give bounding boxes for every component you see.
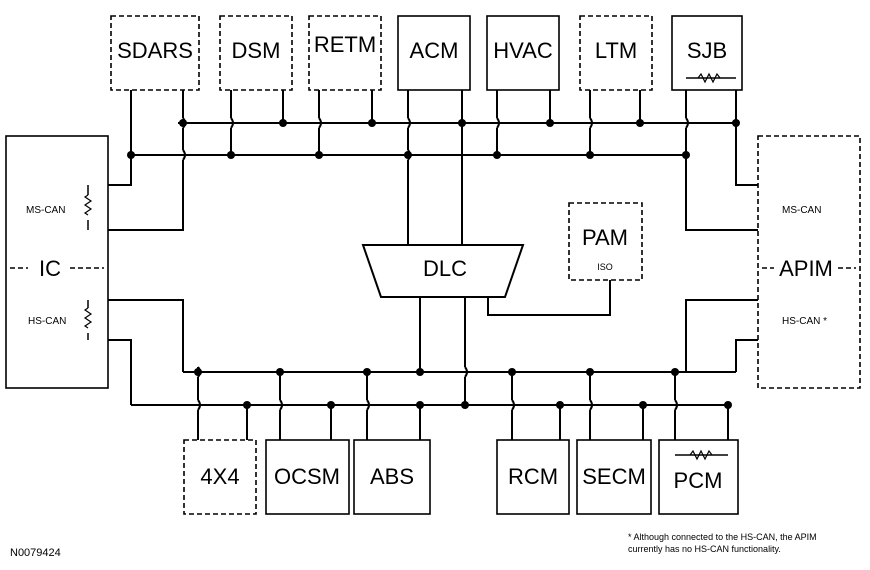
- module-abs: ABS: [353, 439, 431, 515]
- apim-hs-can-label: HS-CAN *: [782, 316, 827, 327]
- secm-label: SECM: [582, 464, 646, 489]
- ocsm-label: OCSM: [274, 464, 340, 489]
- footnote-line-1: * Although connected to the HS-CAN, the …: [628, 532, 817, 542]
- dlc-connector: DLC: [361, 244, 525, 298]
- ic-ms-can-label: MS-CAN: [26, 205, 65, 216]
- fourx4-label: 4X4: [200, 464, 239, 489]
- rcm-label: RCM: [508, 464, 558, 489]
- ic-ms-resistor-icon: [83, 194, 93, 216]
- ic-hs-can-label: HS-CAN: [28, 316, 66, 327]
- module-rcm: RCM: [496, 439, 570, 515]
- module-ocsm: OCSM: [265, 439, 350, 515]
- footnote-line-2: currently has no HS-CAN functionality.: [628, 544, 781, 554]
- ic-label: IC: [39, 256, 61, 281]
- figure-id: N0079424: [10, 547, 61, 559]
- apim-ms-can-label: MS-CAN: [782, 205, 821, 216]
- ic-hs-resistor-icon: [83, 307, 93, 329]
- sjb-resistor-icon: [697, 72, 721, 84]
- pcm-resistor-icon: [689, 449, 713, 461]
- module-secm: SECM: [576, 439, 652, 515]
- ms-can-bus: [88, 77, 758, 245]
- pcm-label: PCM: [674, 468, 723, 493]
- module-retm: RETM: [308, 15, 382, 91]
- apim-label: APIM: [779, 256, 833, 281]
- abs-label: ABS: [370, 464, 414, 489]
- dlc-label: DLC: [423, 256, 467, 281]
- module-acm: ACM: [397, 15, 471, 91]
- hs-can-bus: [88, 262, 758, 456]
- module-ltm: LTM: [579, 15, 653, 91]
- module-sjb: SJB: [671, 15, 743, 91]
- module-pcm: PCM: [658, 439, 739, 515]
- module-ic: IC MS-CAN HS-CAN: [5, 135, 109, 389]
- module-apim: APIM MS-CAN HS-CAN *: [757, 135, 861, 389]
- module-pam: PAM ISO: [568, 202, 643, 281]
- ltm-label: LTM: [595, 38, 637, 63]
- module-hvac: HVAC: [486, 15, 560, 91]
- retm-label: RETM: [314, 32, 376, 57]
- module-sdars: SDARS: [110, 15, 200, 91]
- sjb-label: SJB: [687, 38, 727, 63]
- pam-label: PAM: [582, 225, 628, 250]
- module-dsm: DSM: [219, 15, 293, 91]
- module-4x4: 4X4: [183, 439, 257, 515]
- pam-iso-label: ISO: [597, 262, 613, 272]
- dsm-label: DSM: [232, 38, 281, 63]
- sdars-label: SDARS: [117, 38, 193, 63]
- acm-label: ACM: [410, 38, 459, 63]
- hvac-label: HVAC: [493, 38, 553, 63]
